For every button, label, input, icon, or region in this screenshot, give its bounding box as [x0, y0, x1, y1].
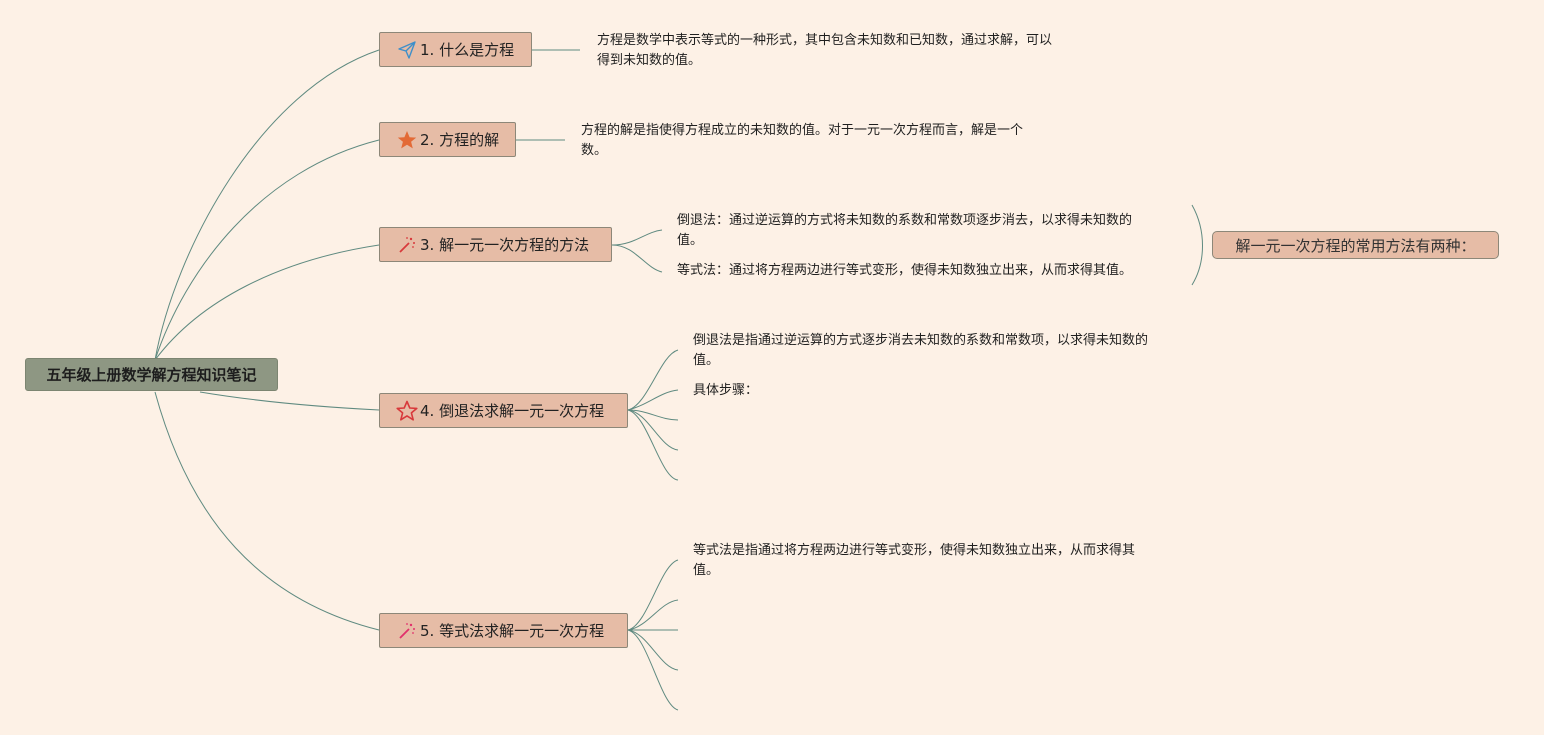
topic-label: 2. 方程的解 — [420, 131, 500, 149]
note-line: 值。 — [693, 353, 720, 368]
paper-plane-icon — [396, 39, 418, 61]
topic-backtrack-method[interactable]: 4. 倒退法求解一元一次方程 — [379, 393, 628, 428]
magic-wand-icon — [396, 620, 418, 642]
topic-equality-method[interactable]: 5. 等式法求解一元一次方程 — [379, 613, 628, 648]
topic-label: 5. 等式法求解一元一次方程 — [420, 622, 605, 640]
topic-label: 4. 倒退法求解一元一次方程 — [420, 402, 605, 420]
note-line: 倒退法是指通过逆运算的方式逐步消去未知数的系数和常数项，以求得未知数的 — [693, 333, 1149, 348]
topic-equation-solution[interactable]: 2. 方程的解 — [379, 122, 516, 157]
note-backtrack-detail: 倒退法是指通过逆运算的方式逐步消去未知数的系数和常数项，以求得未知数的 值。 — [693, 331, 1148, 371]
note-equality-detail: 等式法是指通过将方程两边进行等式变形，使得未知数独立出来，从而求得其 值。 — [693, 541, 1135, 581]
topic-solving-methods[interactable]: 3. 解一元一次方程的方法 — [379, 227, 612, 262]
note-line: 值。 — [677, 233, 704, 248]
star-filled-icon — [396, 129, 418, 151]
note-line: 方程是数学中表示等式的一种形式，其中包含未知数和已知数，通过求解，可以 — [597, 33, 1053, 48]
note-line: 等式法：通过将方程两边进行等式变形，使得未知数独立出来，从而求得其值。 — [677, 263, 1133, 278]
summary-callout[interactable]: 解一元一次方程的常用方法有两种： — [1212, 231, 1499, 259]
note-equality-summary: 等式法：通过将方程两边进行等式变形，使得未知数独立出来，从而求得其值。 — [677, 261, 1132, 281]
central-topic-label: 五年级上册数学解方程知识笔记 — [46, 366, 257, 384]
note-solution-definition: 方程的解是指使得方程成立的未知数的值。对于一元一次方程而言，解是一个 数。 — [581, 121, 1023, 161]
note-line: 倒退法：通过逆运算的方式将未知数的系数和常数项逐步消去，以求得未知数的 — [677, 213, 1133, 228]
note-backtrack-summary: 倒退法：通过逆运算的方式将未知数的系数和常数项逐步消去，以求得未知数的 值。 — [677, 211, 1132, 251]
note-line: 方程的解是指使得方程成立的未知数的值。对于一元一次方程而言，解是一个 — [581, 123, 1024, 138]
central-topic[interactable]: 五年级上册数学解方程知识笔记 — [25, 358, 278, 391]
note-line: 得到未知数的值。 — [597, 53, 702, 68]
magic-wand-icon — [396, 234, 418, 256]
summary-label: 解一元一次方程的常用方法有两种： — [1235, 236, 1476, 255]
note-line: 值。 — [693, 563, 720, 578]
topic-label: 1. 什么是方程 — [420, 41, 515, 59]
topic-label: 3. 解一元一次方程的方法 — [420, 236, 590, 254]
topic-what-is-equation[interactable]: 1. 什么是方程 — [379, 32, 532, 67]
note-line: 具体步骤： — [693, 383, 759, 398]
note-line: 等式法是指通过将方程两边进行等式变形，使得未知数独立出来，从而求得其 — [693, 543, 1136, 558]
note-line: 数。 — [581, 143, 608, 158]
note-equation-definition: 方程是数学中表示等式的一种形式，其中包含未知数和已知数，通过求解，可以 得到未知… — [597, 31, 1052, 71]
star-outline-icon — [396, 400, 418, 422]
note-steps-label: 具体步骤： — [693, 381, 758, 401]
